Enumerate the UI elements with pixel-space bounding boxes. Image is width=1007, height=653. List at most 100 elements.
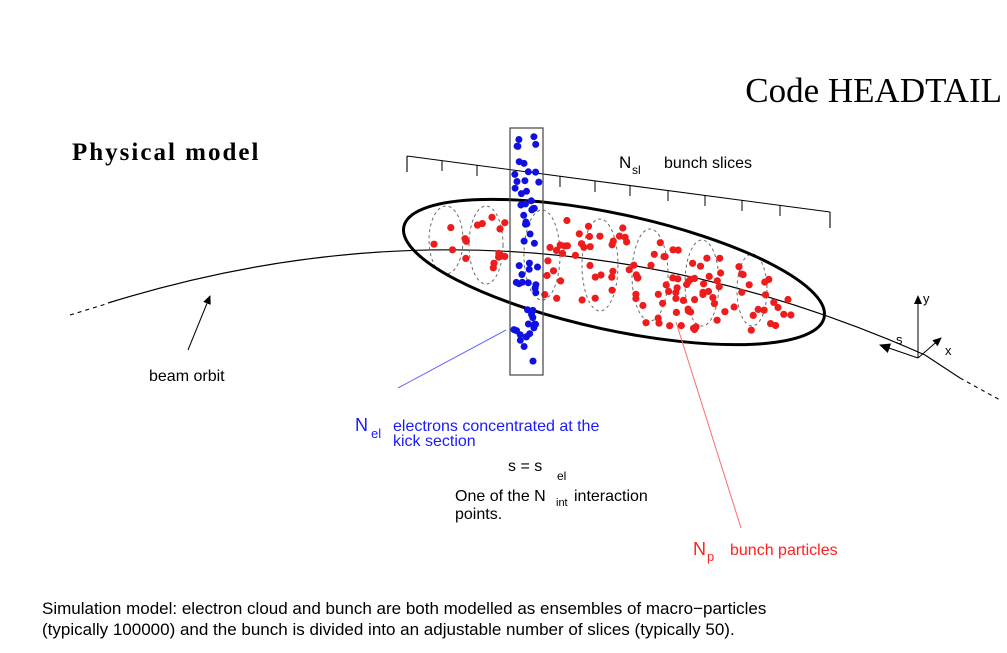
electron-dot [517,190,525,198]
proton-dots [430,213,795,334]
proton-dot [642,319,650,327]
axis-label-s: s [896,332,903,347]
proton-dot [730,303,738,311]
proton-dot [710,300,719,308]
electron-dot [520,211,528,219]
proton-dot [586,261,594,270]
electron-dot [526,230,534,238]
section-heading: Physical model [72,139,260,166]
electron-dot [514,142,522,150]
electron-dot [535,178,543,186]
electron-dot [520,159,528,167]
proton-dot [717,269,725,277]
electron-dot [530,133,538,141]
proton-dot [747,326,755,334]
headtail-diagram: Code HEADTAIL Physical model beam orbit … [69,71,1002,564]
proton-dot [608,286,616,294]
electron-dot [532,168,540,176]
bunch-pointer-line [675,321,742,529]
svg-text:electrons concentrated at the: electrons concentrated at the [393,418,599,435]
proton-dot [770,298,778,306]
proton-dot [546,243,554,252]
proton-dot [591,273,599,281]
beam-orbit-arrow [187,295,211,351]
proton-dot [495,253,503,261]
bunch-ellipse [401,197,827,347]
electrons-label: N el electrons concentrated at the kick … [355,415,599,450]
proton-dot [461,235,469,243]
proton-dot [665,287,673,295]
proton-dot [556,241,564,249]
proton-dot [716,254,724,262]
proton-dot [672,294,680,302]
electron-dot [511,170,519,178]
electron-dot [521,177,529,185]
proton-dot [662,281,670,289]
electron-dot [515,136,523,143]
proton-dot [677,322,685,330]
proton-dot [639,301,647,310]
proton-dot [619,224,627,232]
svg-text:s = s: s = s [508,458,542,475]
proton-dot [597,271,605,279]
proton-dot [609,267,617,275]
kick-section-box [509,127,544,376]
axis-label-x: x [945,343,952,358]
proton-dot [584,222,593,230]
proton-dot [501,219,509,227]
proton-dot [754,305,762,313]
beam-orbit-label: beam orbit [149,368,225,385]
svg-text:One of the N: One of the N [455,488,546,505]
proton-dot [608,273,616,281]
svg-text:bunch slices: bunch slices [664,155,752,172]
proton-dot [575,230,583,238]
coordinate-axes: y x s [879,291,952,359]
proton-dot [713,277,721,285]
proton-dot [608,241,616,249]
proton-dot [669,274,677,282]
proton-dot [650,250,658,258]
proton-dot [615,232,624,240]
electron-dot [520,343,528,350]
beam-orbit-dash-right [959,377,1001,401]
proton-dot [488,213,496,221]
proton-dot [674,246,682,254]
beam-orbit-right-extension [924,354,961,379]
proton-dot [705,272,713,280]
proton-dot [691,296,699,304]
proton-dot [563,216,571,225]
svg-text:int: int [556,497,568,509]
caption: Simulation model: electron cloud and bun… [42,598,1002,640]
electron-dot [516,336,524,344]
electron-dot [524,306,531,314]
proton-dot [661,253,669,261]
proton-dot [735,263,743,271]
electron-dot [518,278,526,286]
proton-dot [654,290,662,298]
proton-dot [780,310,788,318]
electron-dot [524,320,532,328]
proton-dot [447,224,455,232]
proton-dot [549,267,558,275]
proton-dot [558,249,567,257]
proton-dot [715,283,723,291]
svg-text:el: el [371,426,381,441]
proton-dot [586,243,594,251]
proton-dot [630,261,638,269]
proton-dot [767,320,775,328]
proton-dot [496,225,504,233]
electron-dot [534,263,541,271]
proton-dot [596,232,604,240]
proton-dot [696,262,705,270]
proton-dot [647,261,655,269]
electron-dot [520,237,528,245]
proton-dot [501,252,509,260]
proton-dot [761,278,769,286]
proton-dot [591,294,599,302]
electron-dot [532,320,540,328]
proton-dot [585,232,594,241]
proton-dot [659,299,667,307]
proton-dot [625,266,633,274]
proton-dot [552,246,561,254]
electron-dot [511,184,519,192]
